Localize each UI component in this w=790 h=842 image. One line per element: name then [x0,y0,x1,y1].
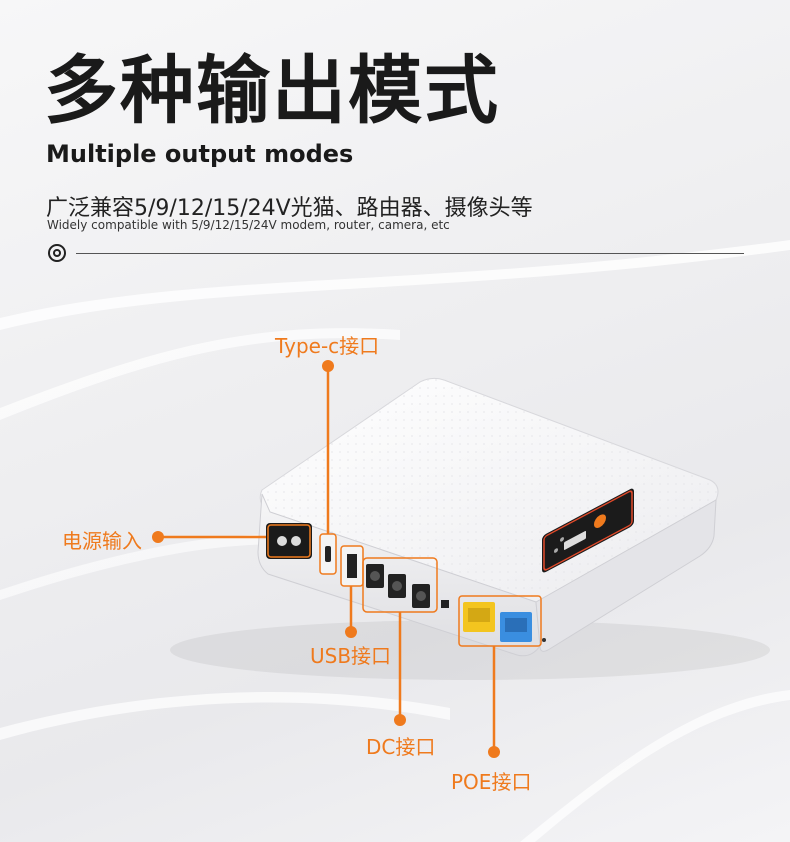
poe-ports [458,595,542,647]
typec-port [319,533,337,575]
usb-port [340,545,364,587]
power-input-port [266,523,312,559]
page-subtitle: Multiple output modes [46,140,354,168]
callout-usb: USB接口 [310,644,392,668]
callout-power-input: 电源输入 [62,529,142,553]
callout-dc: DC接口 [366,735,436,759]
callout-typec: Type-c接口 [275,334,380,358]
description-en: Widely compatible with 5/9/12/15/24V mod… [47,218,450,232]
description-cn: 广泛兼容5/9/12/15/24V光猫、路由器、摄像头等 [46,196,533,221]
callout-poe: POE接口 [451,770,532,794]
target-icon [48,244,66,262]
device-side [535,499,717,652]
status-panel [542,488,634,573]
page-title: 多种输出模式 [44,48,500,134]
divider [76,253,744,254]
